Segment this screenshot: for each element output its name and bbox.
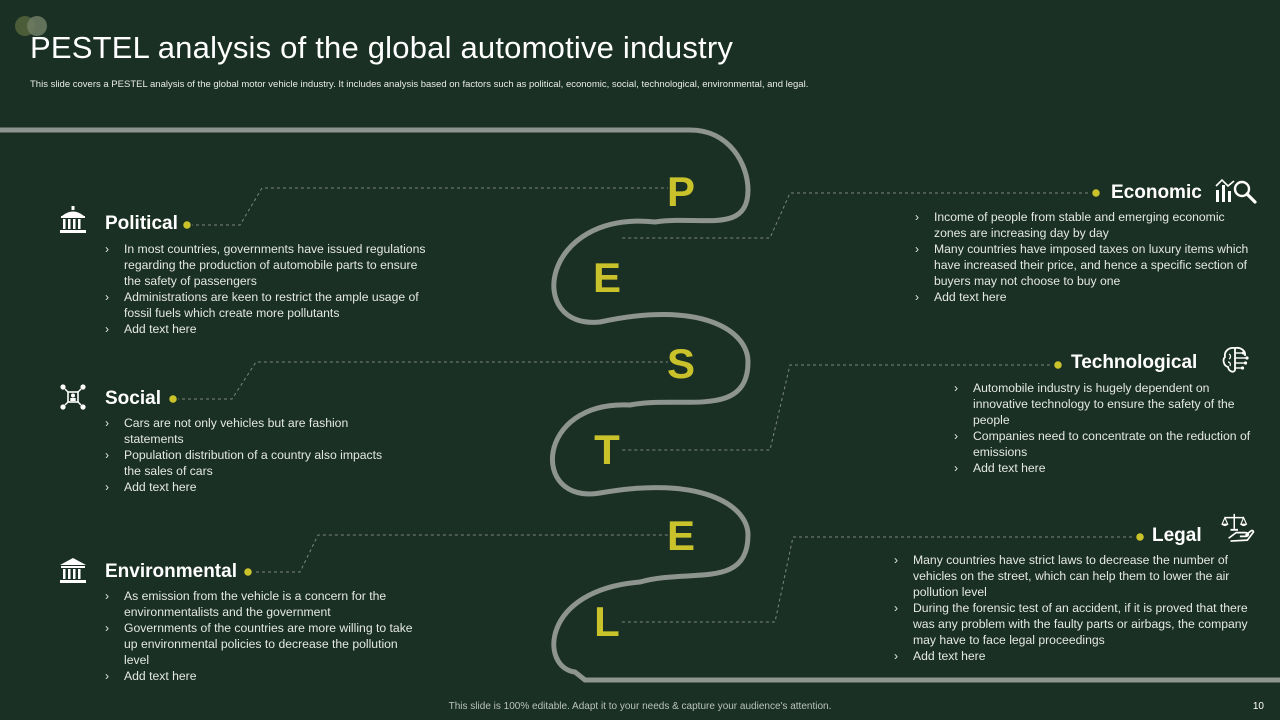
environmental-dot (242, 566, 254, 578)
political-bullets: In most countries, governments have issu… (105, 241, 435, 337)
government-building-icon (60, 206, 86, 233)
political-bullet: Administrations are keen to restrict the… (105, 289, 435, 321)
connector-political (190, 187, 668, 226)
legal-bullet: During the forensic test of an accident,… (894, 600, 1249, 648)
political-bullet: In most countries, governments have issu… (105, 241, 435, 289)
logo-dot-light (27, 16, 47, 36)
chart-magnifier-icon (1215, 178, 1257, 204)
letter-l: L (594, 598, 620, 645)
social-bullets: Cars are not only vehicles but are fashi… (105, 415, 385, 495)
economic-bullet: Income of people from stable and emergin… (915, 209, 1260, 241)
political-heading: Political (105, 213, 178, 234)
social-dot (167, 393, 179, 405)
technological-bullet: Automobile industry is hugely dependent … (954, 380, 1254, 428)
economic-bullet: Add text here (915, 289, 1260, 305)
connector-technological (620, 364, 1056, 451)
economic-bullets: Income of people from stable and emergin… (915, 209, 1260, 305)
slide-title: PESTEL analysis of the global automotive… (30, 30, 734, 65)
environmental-bullet: As emission from the vehicle is a concer… (105, 588, 420, 620)
environmental-bullets: As emission from the vehicle is a concer… (105, 588, 420, 684)
brain-circuit-icon (1222, 346, 1249, 373)
technological-dot (1052, 359, 1064, 371)
legal-heading: Legal (1152, 525, 1202, 546)
letter-t: T (594, 426, 620, 473)
economic-dot (1090, 187, 1102, 199)
legal-bullet: Many countries have strict laws to decre… (894, 552, 1249, 600)
serpentine-road (550, 127, 1280, 683)
environmental-bullet: Governments of the countries are more wi… (105, 620, 420, 668)
letter-e1: E (592, 254, 621, 301)
slide-subtitle: This slide covers a PESTEL analysis of t… (30, 79, 809, 90)
political-bullet: Add text here (105, 321, 435, 337)
institution-icon (60, 558, 86, 583)
footer-note: This slide is 100% editable. Adapt it to… (448, 701, 832, 712)
social-bullet: Add text here (105, 479, 385, 495)
connector-social (176, 361, 668, 400)
economic-heading: Economic (1111, 182, 1202, 203)
technological-bullet: Add text here (954, 460, 1254, 476)
social-bullet: Cars are not only vehicles but are fashi… (105, 415, 385, 447)
social-bullet: Population distribution of a country als… (105, 447, 385, 479)
technological-bullets: Automobile industry is hugely dependent … (954, 380, 1254, 476)
connector-economic (620, 192, 1094, 239)
economic-bullet: Many countries have imposed taxes on lux… (915, 241, 1260, 289)
connector-environmental (250, 534, 668, 573)
environmental-bullet: Add text here (105, 668, 420, 684)
letter-e2: E (666, 512, 695, 559)
legal-bullet: Add text here (894, 648, 1249, 664)
social-heading: Social (105, 388, 161, 409)
scales-hand-icon (1221, 513, 1255, 542)
people-network-icon (60, 384, 86, 410)
letter-s: S (666, 340, 695, 387)
legal-bullets: Many countries have strict laws to decre… (894, 552, 1249, 664)
technological-heading: Technological (1071, 352, 1198, 373)
technological-bullet: Companies need to concentrate on the red… (954, 428, 1254, 460)
political-dot (181, 219, 193, 231)
page-number: 10 (1252, 701, 1264, 712)
environmental-heading: Environmental (105, 561, 237, 582)
letter-p: P (666, 168, 695, 215)
legal-dot (1134, 531, 1146, 543)
